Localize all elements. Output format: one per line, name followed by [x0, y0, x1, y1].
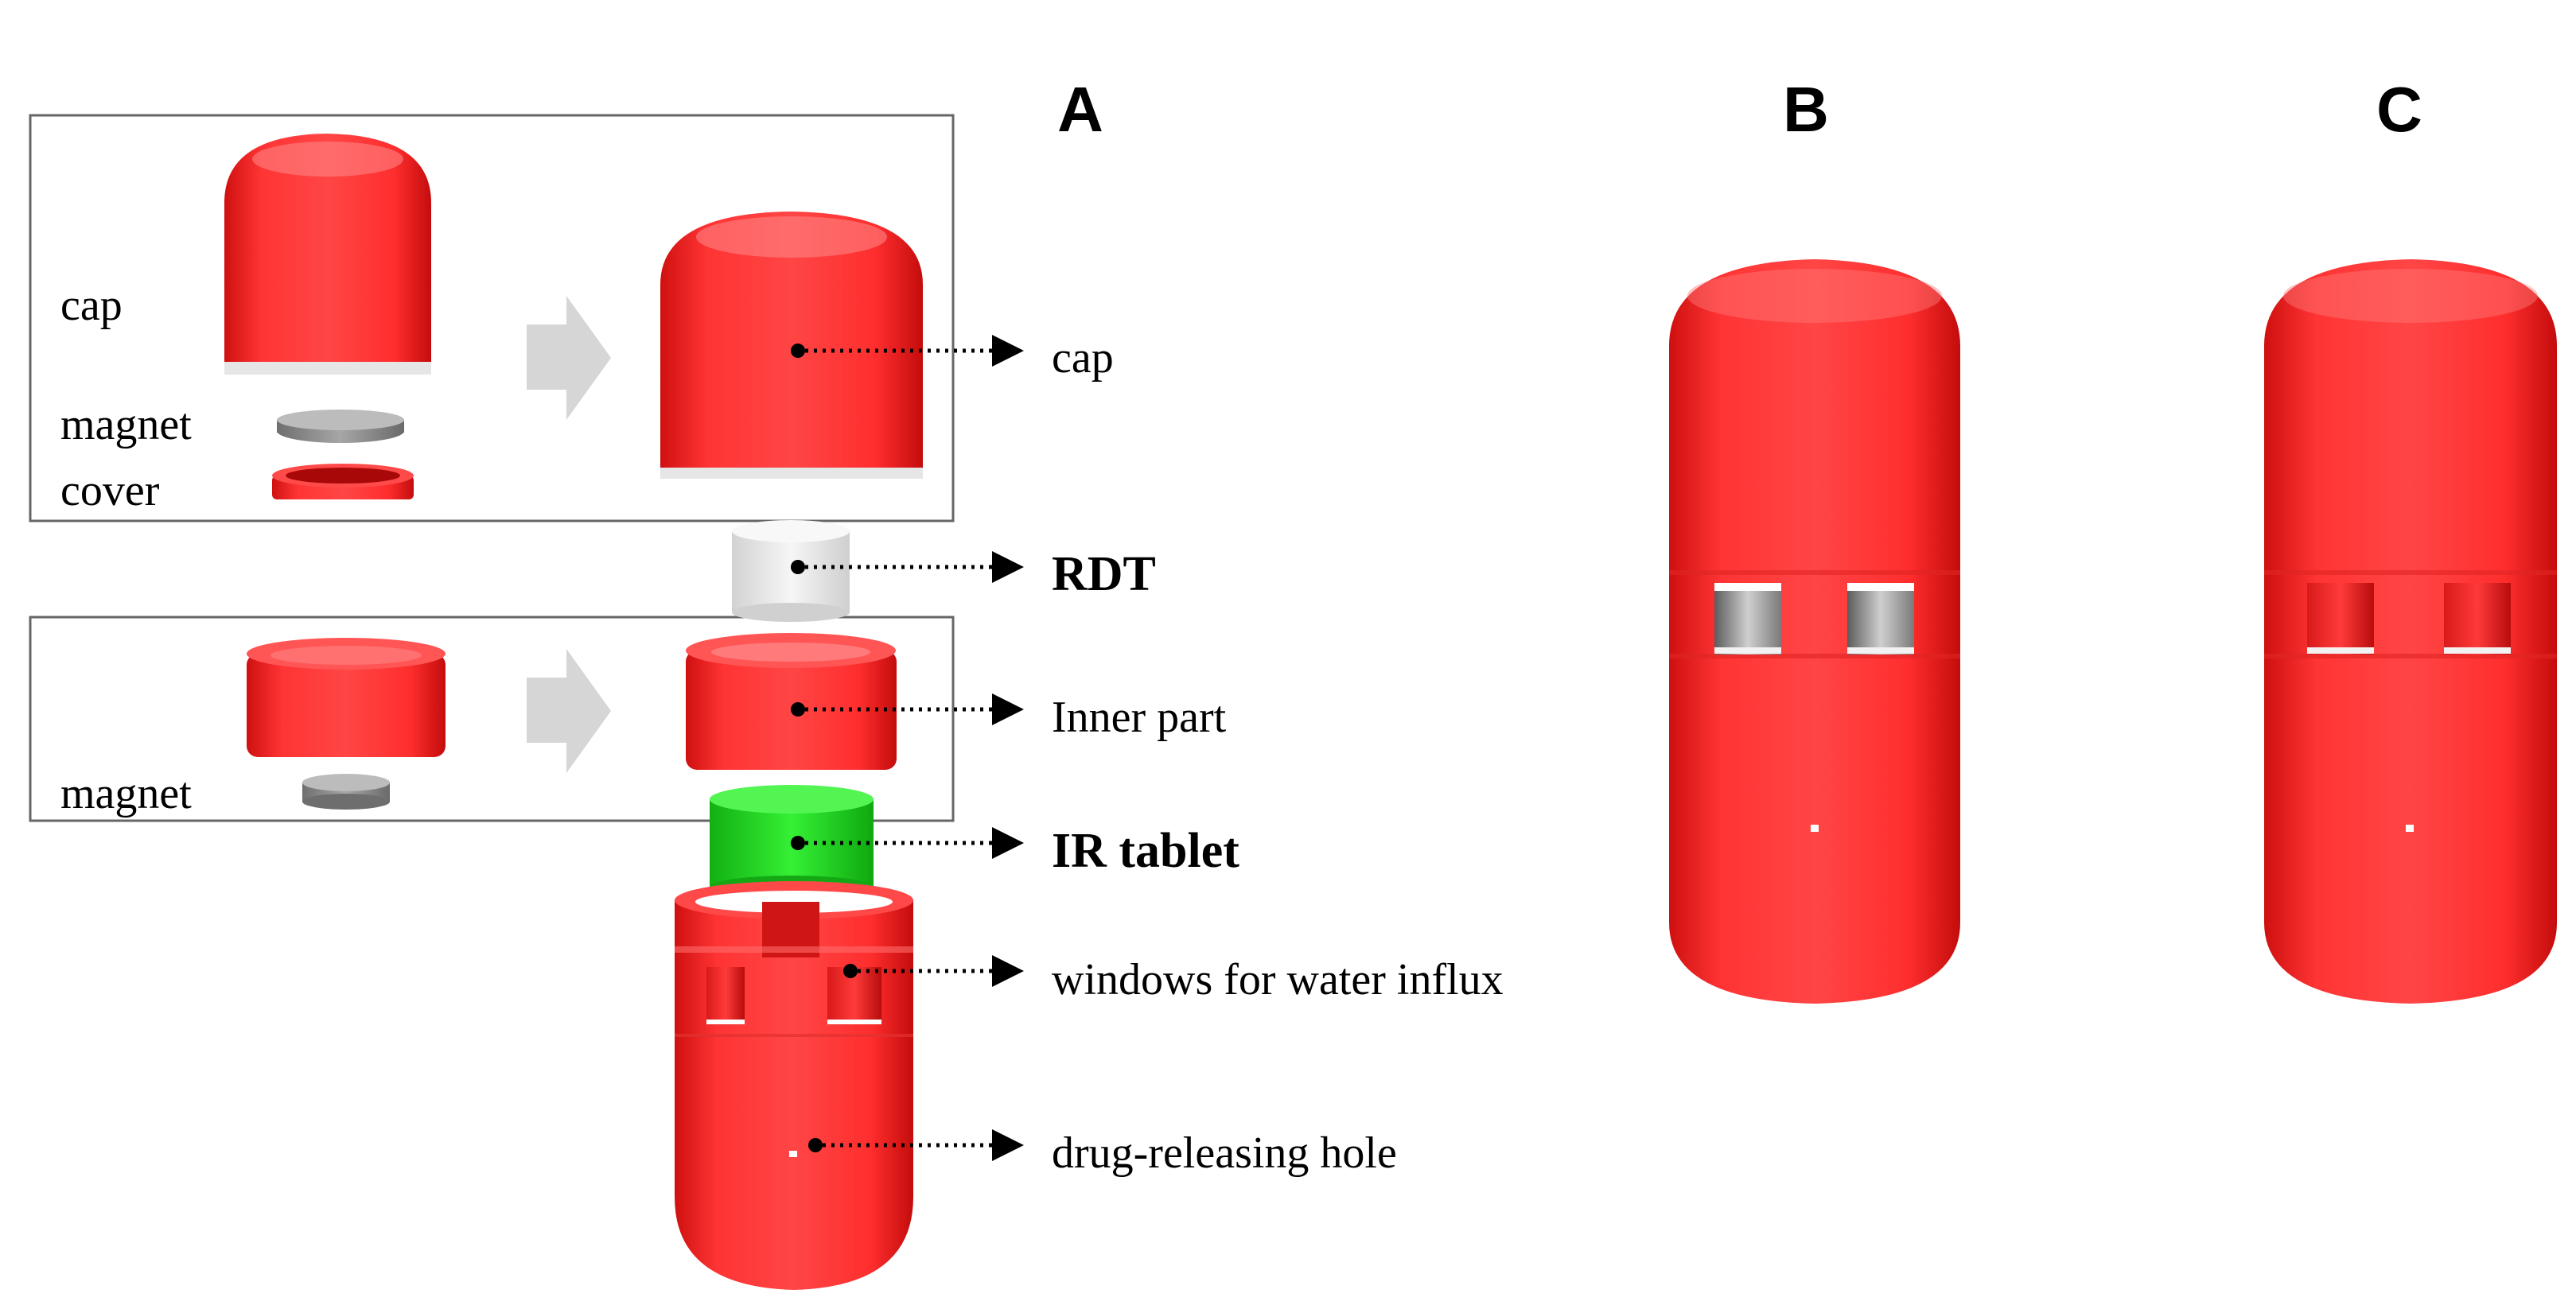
callout-ir-tablet: IR tablet	[1052, 824, 1239, 878]
label-magnet-bottom: magnet	[60, 769, 192, 818]
capsule-c-hole	[2406, 825, 2414, 832]
capsule-b-hole	[1811, 825, 1819, 832]
panel-label-b: B	[1783, 74, 1829, 145]
rdt-cylinder	[732, 520, 850, 622]
label-cover: cover	[60, 466, 160, 515]
magnet-top	[277, 410, 404, 443]
inner-part-exploded	[247, 638, 446, 757]
inner-assembly-box	[29, 616, 955, 822]
cap-assembled	[660, 212, 923, 479]
cap-assembly-box	[29, 114, 955, 522]
callout-cap: cap	[1052, 333, 1114, 383]
window-left	[706, 967, 745, 1024]
label-cap-left: cap	[60, 281, 123, 330]
magnet-bottom	[302, 774, 390, 810]
capsule-c	[2264, 259, 2557, 1004]
drug-releasing-hole	[789, 1151, 797, 1157]
callout-windows: windows for water influx	[1052, 955, 1504, 1004]
assembly-arrow-top	[527, 296, 611, 420]
capsule-b-window-right	[1847, 583, 1914, 654]
inner-part-assembled	[686, 633, 897, 770]
label-magnet-top: magnet	[60, 400, 192, 449]
capsule-b-window-left	[1714, 583, 1781, 654]
callout-rdt: RDT	[1052, 547, 1156, 601]
callout-inner-part: Inner part	[1052, 693, 1227, 742]
capsule-c-window-left	[2307, 583, 2374, 654]
panel-label-c: C	[2376, 74, 2422, 145]
callout-lines	[805, 335, 1024, 1161]
capsule-c-window-right	[2444, 583, 2511, 654]
cap-exploded	[224, 134, 431, 375]
capsule-body-exploded	[675, 881, 913, 1290]
cover-ring	[272, 464, 414, 499]
capsule-b	[1669, 259, 1960, 1004]
panel-label-a: A	[1057, 74, 1103, 145]
assembly-arrow-bottom	[527, 649, 611, 773]
callout-hole: drug-releasing hole	[1052, 1128, 1397, 1178]
